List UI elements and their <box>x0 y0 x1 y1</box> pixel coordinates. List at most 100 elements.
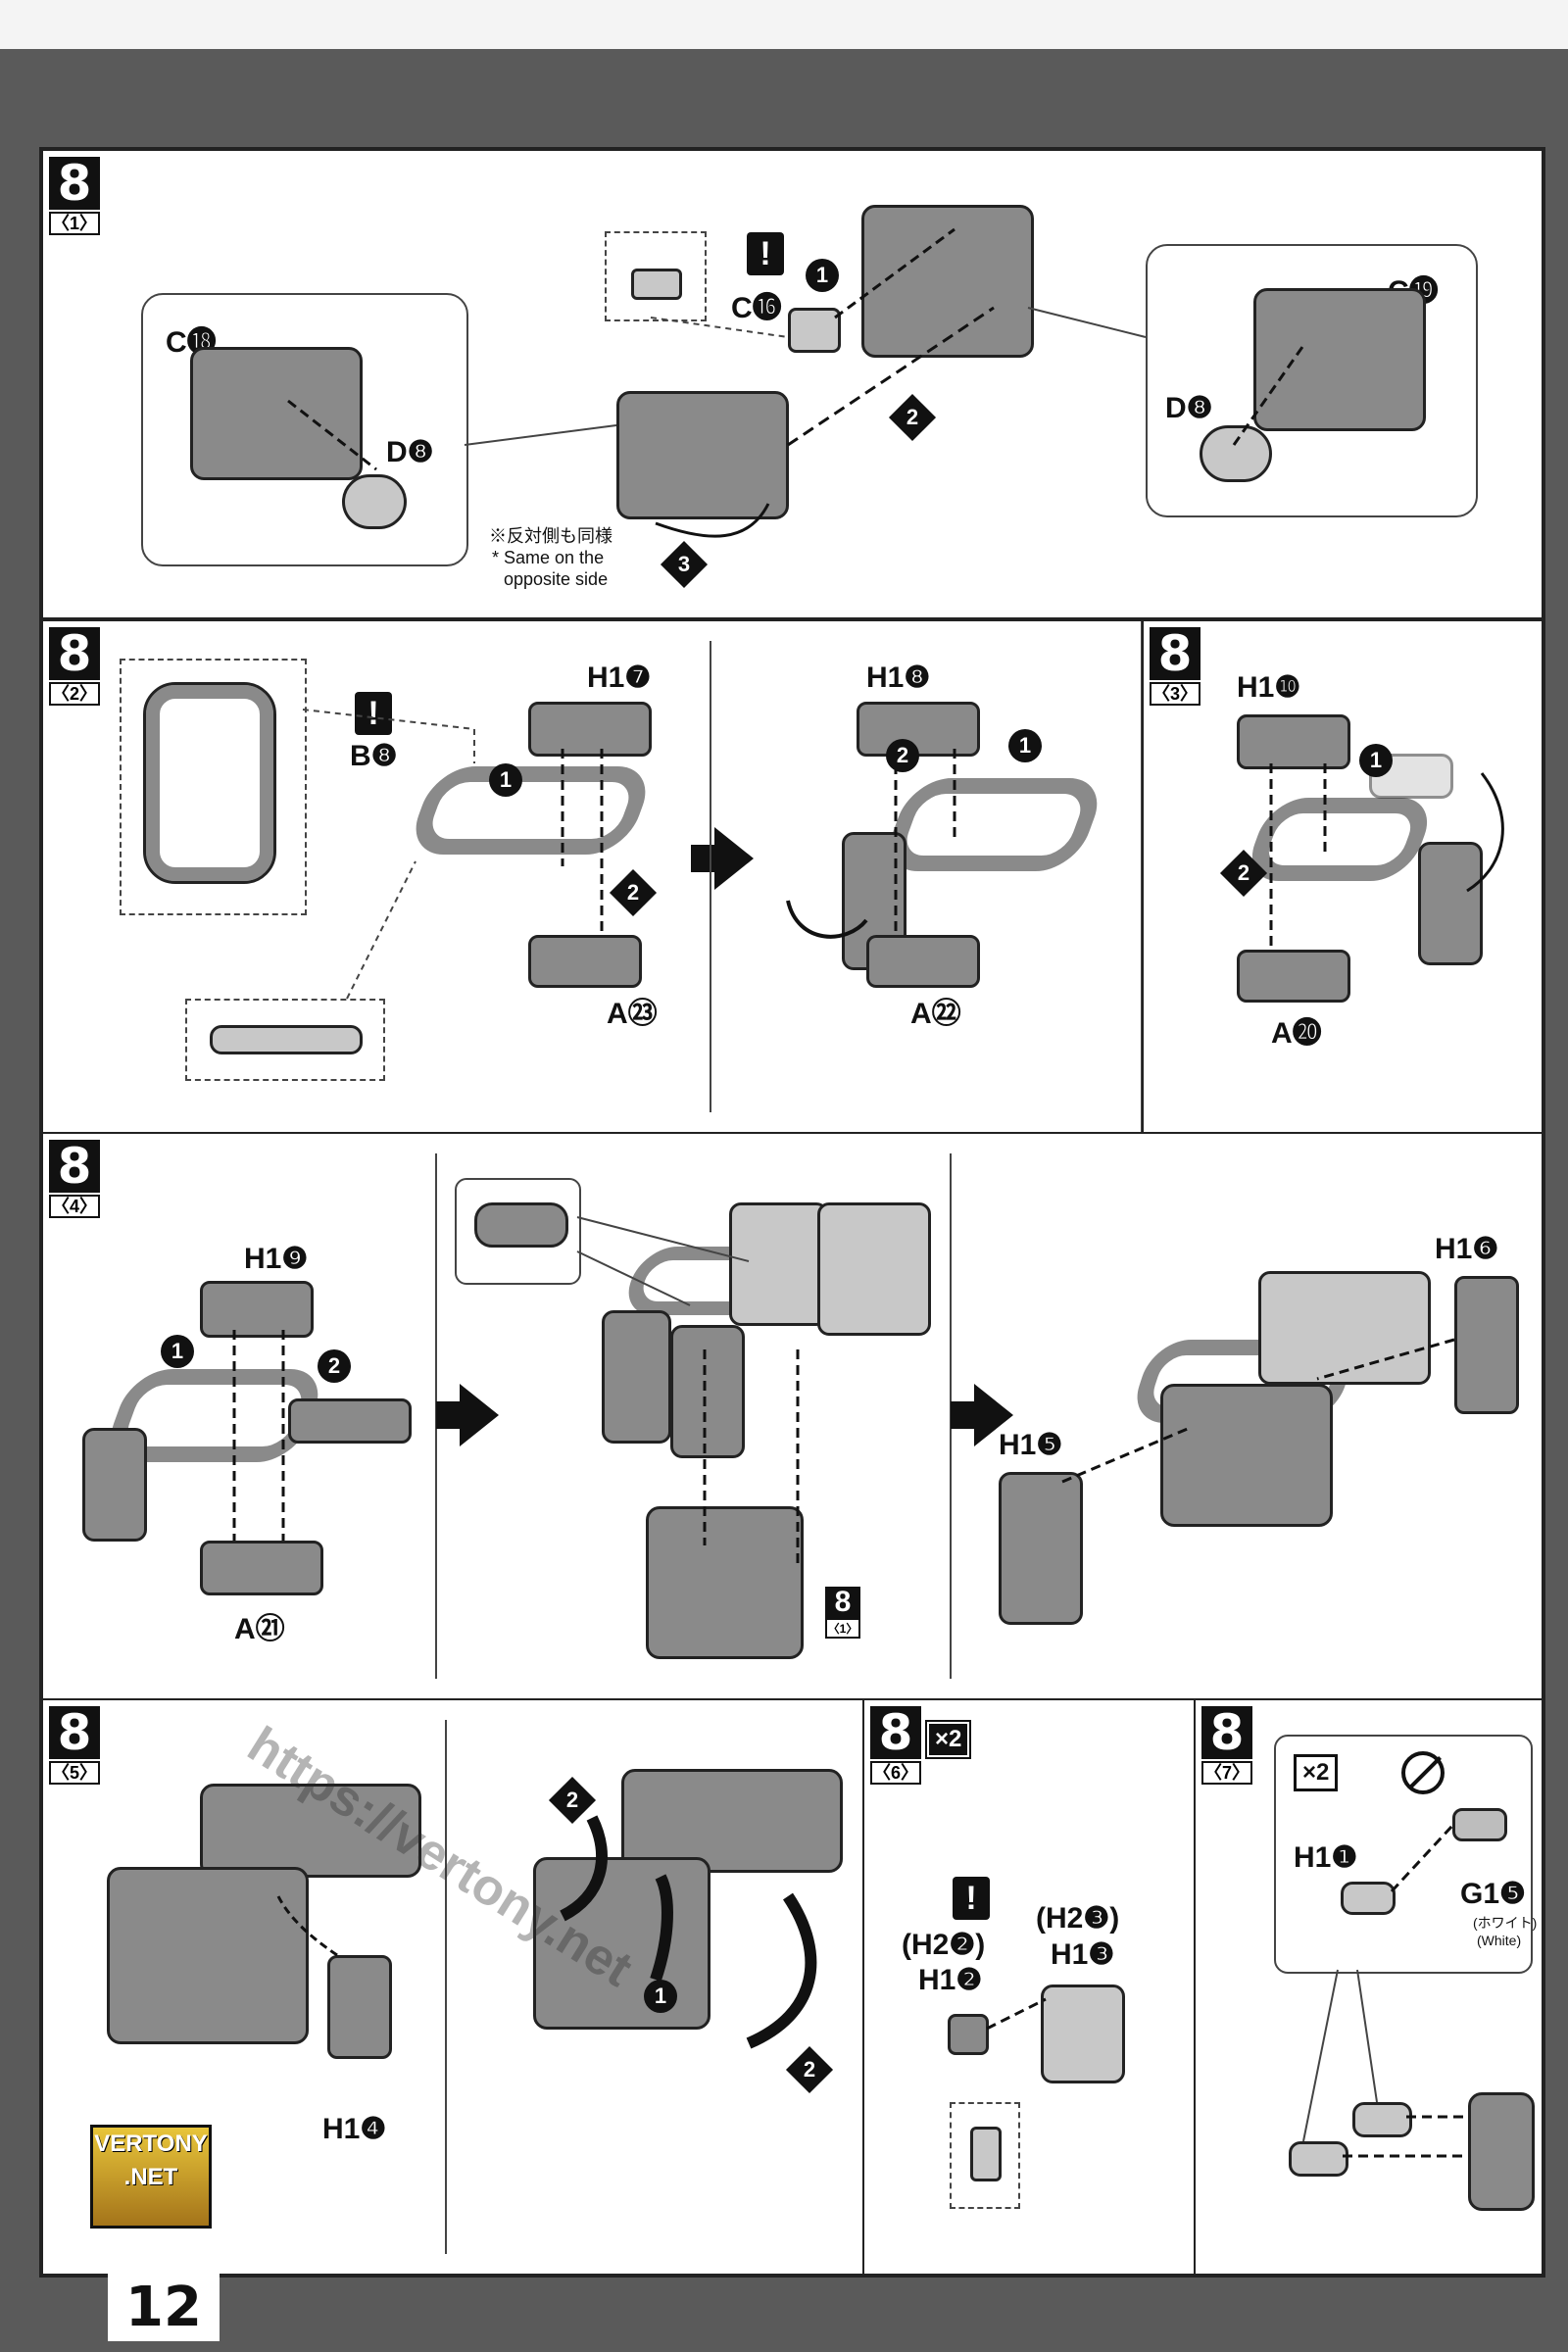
skirt-front-left <box>602 1310 671 1444</box>
step-badge: 8 〈4〉 <box>49 1140 100 1218</box>
part-label-g15: G1❺ <box>1460 1878 1526 1910</box>
part-label-d8-right: D❽ <box>1165 392 1213 424</box>
connector-detail <box>210 1025 363 1054</box>
scan-top-margin <box>0 0 1568 49</box>
color-note-en: (White) <box>1477 1933 1522 1948</box>
part-label-a20: A⓴ <box>1271 1017 1322 1050</box>
step-8-7-panel: 8 〈7〉 ×2 H1❶ G1❺ (ホワイト) (White) <box>1194 1698 1544 2276</box>
body-core-assembly-right <box>533 1857 710 2030</box>
side-armor-piece <box>1418 842 1483 965</box>
part-h19-piece <box>200 1281 314 1338</box>
body-core-assembly-left <box>107 1867 309 2044</box>
skirt-assembly-left <box>200 1784 421 1878</box>
part-label-h19: H1❾ <box>244 1243 309 1275</box>
step-number: 8 <box>49 627 100 680</box>
step-8-5-arrows <box>276 1815 817 2049</box>
part-label-h14: H1❹ <box>322 2113 387 2145</box>
step-badge: 8 〈7〉 <box>1201 1706 1252 1785</box>
part-a23-piece <box>528 935 642 988</box>
step-8-1-arrows <box>287 227 1304 538</box>
quantity-badge: ×2 <box>1294 1754 1339 1791</box>
part-c19-piece <box>1253 288 1426 431</box>
step-badge: 8 〈1〉 <box>49 157 100 235</box>
note-jp: ※反対側も同様 <box>489 526 612 546</box>
section-divider <box>710 641 711 1112</box>
side-armor-left <box>82 1428 147 1542</box>
substep-number: 〈4〉 <box>49 1195 100 1218</box>
skirt-assembly-right <box>621 1769 843 1873</box>
order-1-marker: 1 <box>1359 744 1393 777</box>
vertony-logo: VERTONY .NET <box>90 2125 212 2229</box>
part-a22-piece <box>866 935 980 988</box>
body-core-piece <box>646 1506 804 1659</box>
part-h12-detail <box>970 2127 1002 2181</box>
caution-icon: ! <box>747 232 784 275</box>
part-label-h110: H1❿ <box>1237 671 1301 704</box>
next-step-arrow <box>436 1384 499 1446</box>
no-cut-icon <box>1401 1751 1445 1794</box>
part-label-h12: H1❷ <box>918 1964 983 1996</box>
part-label-h22: (H2❷) <box>902 1929 986 1961</box>
part-h12-piece <box>948 2014 989 2055</box>
skirt-rear-right <box>817 1202 931 1336</box>
substep-number: 〈3〉 <box>1150 682 1200 706</box>
joint-housing-piece <box>1468 2092 1535 2211</box>
order-1-marker: 1 <box>1008 729 1042 762</box>
step-8-2-arrows <box>302 709 956 1000</box>
step-number: 8 <box>49 157 100 210</box>
note-en-line2: opposite side <box>504 569 609 589</box>
step-number: 8 <box>1201 1706 1252 1759</box>
part-label-d8: D❽ <box>386 436 434 468</box>
part-label-a22: A㉒ <box>910 998 961 1030</box>
section-divider <box>445 1720 447 2254</box>
part-c16-piece <box>788 308 841 353</box>
step-number: 8 <box>49 1140 100 1193</box>
part-h110-piece <box>1237 714 1350 769</box>
part-label-h15: H1❺ <box>999 1429 1063 1461</box>
order-2-marker: 2 <box>886 739 919 772</box>
step-8-1-panel: 8 〈1〉 C⓲ D❽ ! C⓰ 1 2 3 ※反対側も同様 * Same on… <box>41 149 1544 619</box>
step-8-6-panel: 8 〈6〉 ×2 ! (H2❷) H1❷ (H2❸) H1❸ <box>862 1698 1196 2276</box>
panel-divider <box>1141 621 1142 1132</box>
substep-number: 〈1〉 <box>49 212 100 235</box>
substep-number: 〈2〉 <box>49 682 100 706</box>
part-h15-piece <box>999 1472 1083 1625</box>
note-en-line1: * Same on the <box>492 548 605 567</box>
step-number: 8 <box>870 1706 921 1759</box>
part-a20-piece <box>1237 950 1350 1003</box>
substep-number: 〈5〉 <box>49 1761 100 1785</box>
step-8-6-arrows <box>986 1997 1047 2031</box>
body-core-top-piece <box>861 205 1034 358</box>
step-8-3-arrows <box>1269 763 1504 950</box>
step-8-4-arrows <box>232 1216 1455 1565</box>
part-h11-piece <box>1341 1882 1396 1915</box>
step-number: 8 <box>1150 627 1200 680</box>
part-label-h17: H1❼ <box>587 662 652 694</box>
skirt-front-right <box>670 1325 745 1458</box>
part-d8-right-piece <box>1200 425 1272 482</box>
part-h13-piece <box>1041 1984 1125 2083</box>
step-badge: 8 〈6〉 <box>870 1706 921 1785</box>
step-badge: 8 〈5〉 <box>49 1706 100 1785</box>
next-step-arrow <box>691 827 754 890</box>
order-1-marker: 1 <box>161 1335 194 1368</box>
caution-icon: ! <box>953 1877 990 1920</box>
step-8-3-panel: 8 〈3〉 H1❿ A⓴ 1 2 <box>1142 619 1544 1134</box>
quantity-badge: ×2 <box>924 1720 972 1759</box>
part-g15-installed <box>1352 2102 1412 2137</box>
part-d8-piece <box>342 474 407 529</box>
part-label-a23: A㉓ <box>607 998 658 1030</box>
part-label-h13: H1❸ <box>1051 1938 1115 1971</box>
part-label-h16: H1❻ <box>1435 1233 1499 1265</box>
step-badge: 8 〈2〉 <box>49 627 100 706</box>
part-label-h23: (H2❸) <box>1036 1902 1120 1935</box>
order-2-marker: 2 <box>318 1349 351 1383</box>
step-8-2-panel: 8 〈2〉 ! B❽ H1❼ A㉓ 1 2 H1❽ A㉒ 1 2 <box>41 619 1144 1134</box>
part-h16-piece <box>1454 1276 1519 1414</box>
step-badge: 8 〈3〉 <box>1150 627 1200 706</box>
body-core-bottom-piece <box>616 391 789 519</box>
side-armor-right <box>288 1398 412 1444</box>
part-h11-installed <box>1289 2141 1348 2177</box>
part-h17-piece <box>528 702 652 757</box>
part-g15-piece <box>1452 1808 1507 1841</box>
